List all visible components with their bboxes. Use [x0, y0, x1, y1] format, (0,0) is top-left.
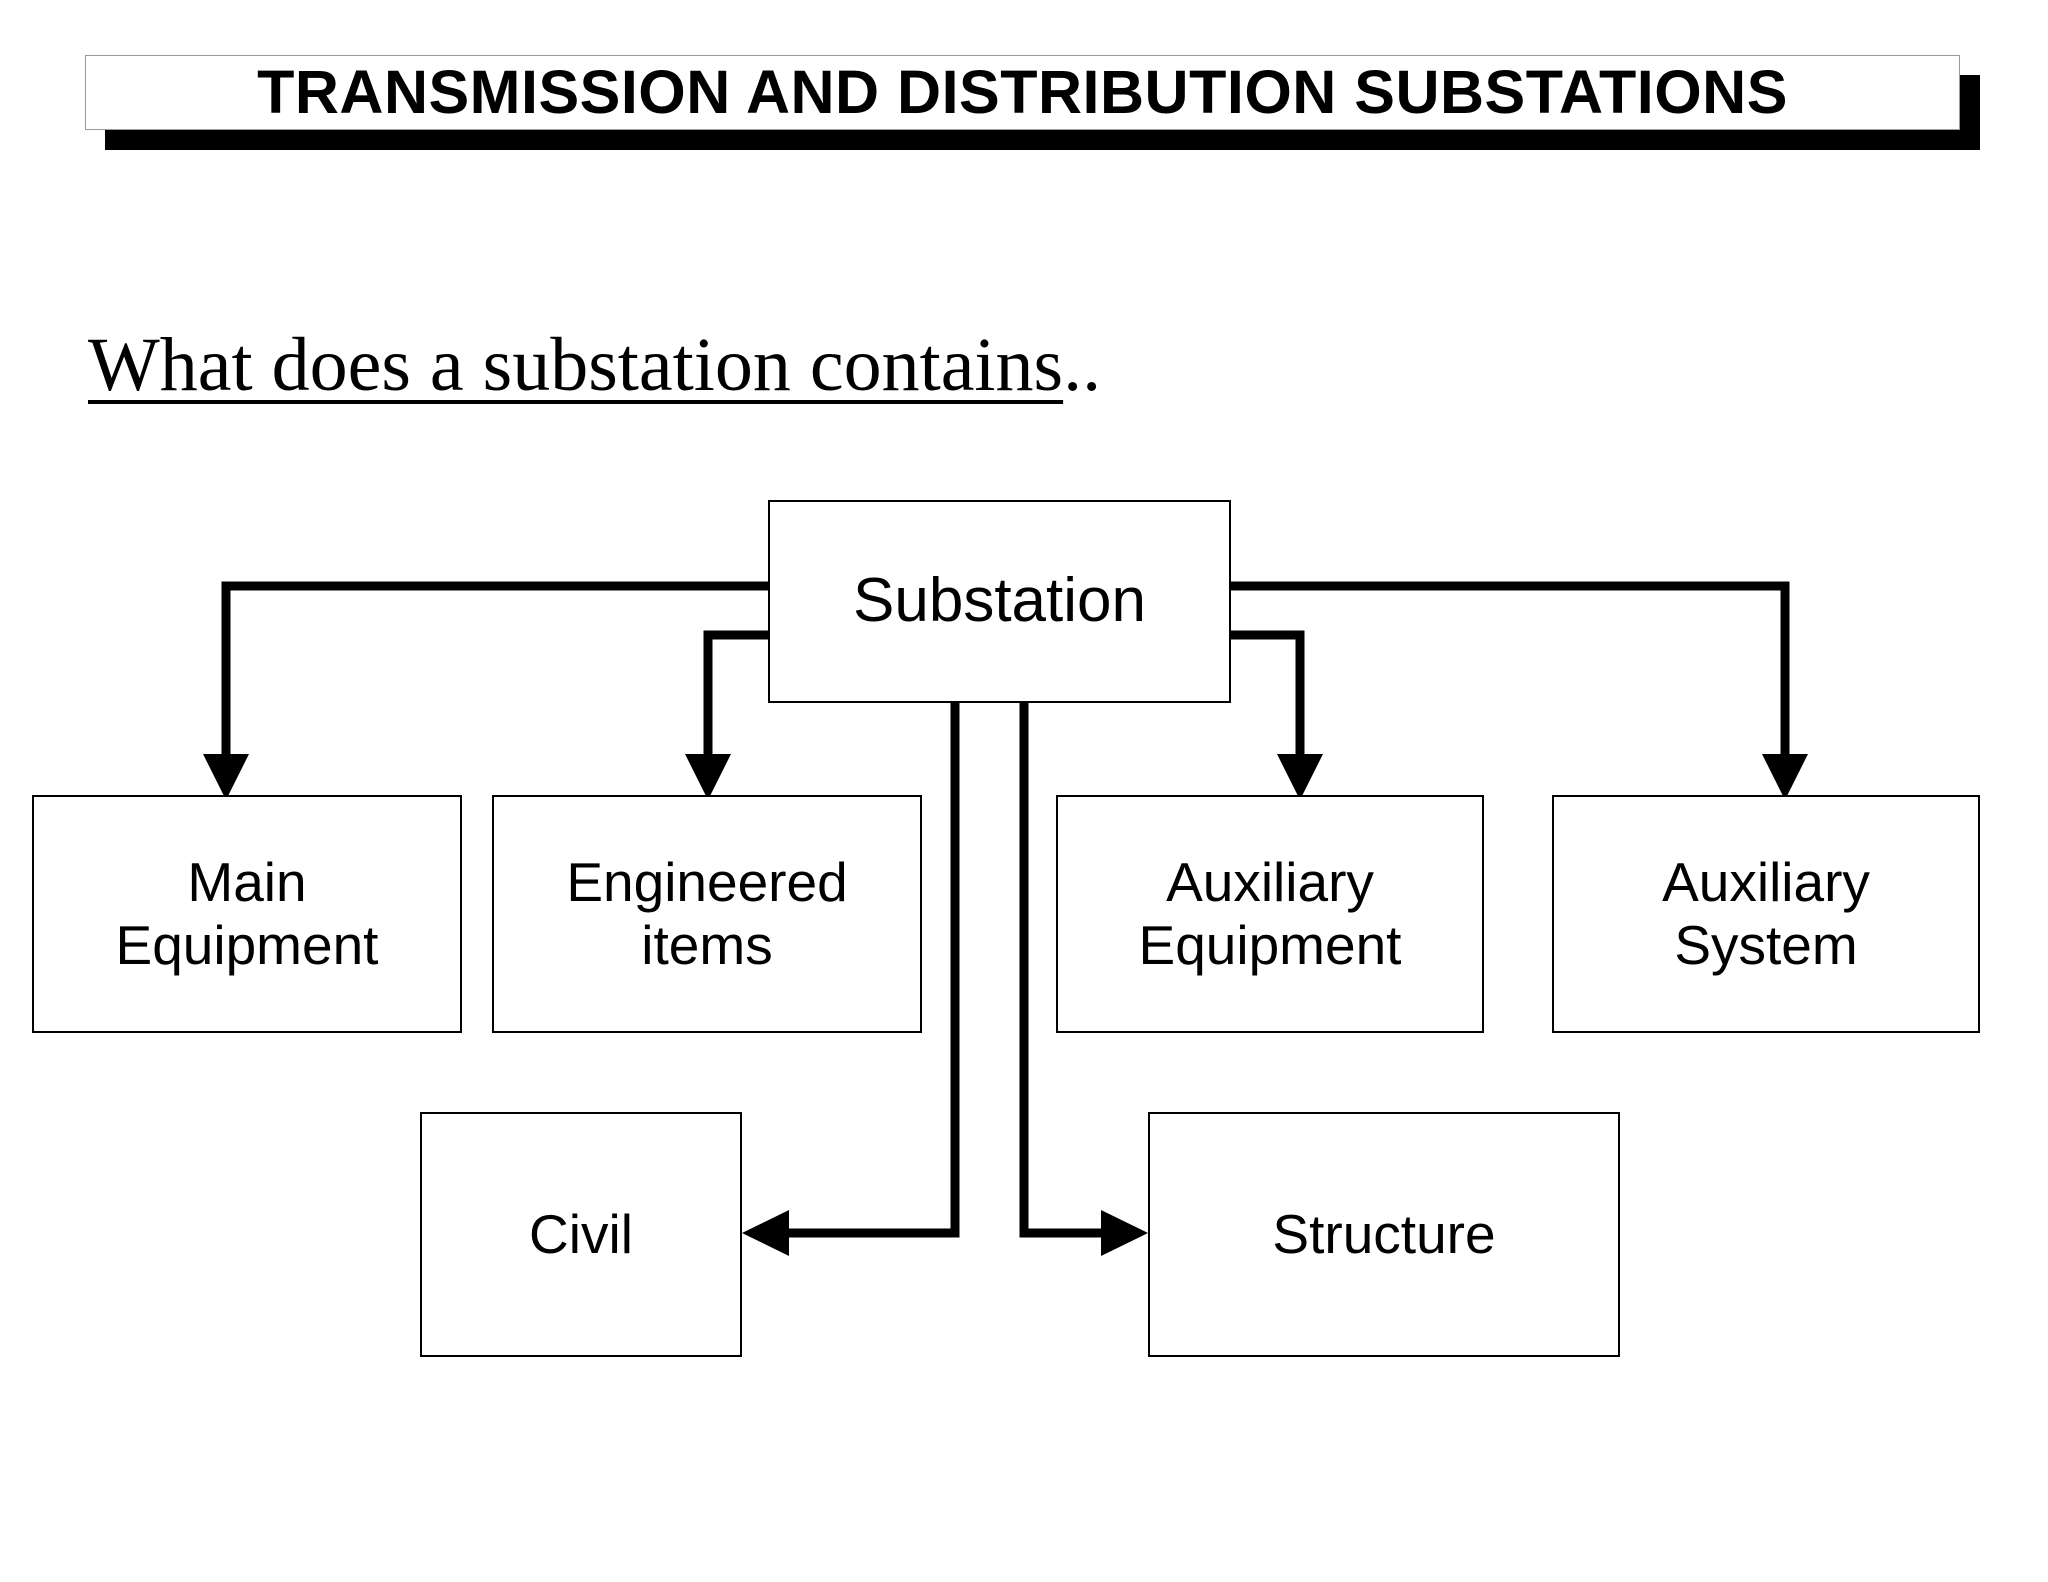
subtitle: What does a substation contains.. — [88, 323, 1102, 407]
edge-substation-auxiliary-system — [1231, 581, 1808, 800]
node-engineered-items-line1: Engineered — [566, 851, 848, 914]
node-main-equipment-line2: Equipment — [115, 914, 379, 976]
node-auxiliary-equipment-line1: Auxiliary — [1166, 851, 1374, 914]
subtitle-underlined-text: What does a substation contains — [88, 323, 1064, 407]
title-banner: TRANSMISSION AND DISTRIBUTION SUBSTATION… — [85, 55, 1960, 130]
node-civil-label: Civil — [529, 1203, 633, 1266]
edge-substation-engineered-items — [685, 630, 768, 800]
node-auxiliary-equipment-line2: Equipment — [1138, 914, 1402, 976]
node-auxiliary-system-line2: System — [1674, 914, 1858, 976]
node-substation[interactable]: Substation — [768, 500, 1231, 703]
edge-substation-main-equipment — [203, 581, 768, 800]
node-structure-label: Structure — [1272, 1203, 1496, 1266]
node-substation-label: Substation — [853, 566, 1146, 636]
node-structure[interactable]: Structure — [1148, 1112, 1620, 1357]
node-civil[interactable]: Civil — [420, 1112, 742, 1357]
edge-substation-auxiliary-equipment — [1231, 630, 1323, 800]
page-title: TRANSMISSION AND DISTRIBUTION SUBSTATION… — [257, 58, 1788, 126]
node-engineered-items-line2: items — [641, 914, 773, 976]
node-auxiliary-system-line1: Auxiliary — [1662, 851, 1870, 914]
node-main-equipment-line1: Main — [187, 851, 307, 914]
subtitle-ellipsis: .. — [1063, 323, 1102, 407]
